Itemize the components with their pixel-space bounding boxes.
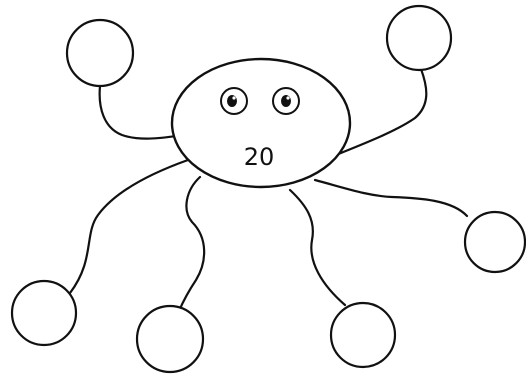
tentacle-bottom-middle — [179, 177, 204, 311]
tentacle-bottom-right — [290, 190, 345, 305]
answer-circle-top-left — [67, 20, 133, 86]
answer-circle-bottom-left — [12, 281, 76, 345]
center-number: 20 — [244, 143, 275, 171]
tentacle-bottom-left — [70, 160, 188, 293]
answer-circle-top-right — [387, 6, 451, 70]
answer-circle-bottom-right — [331, 303, 395, 367]
answer-circle-bottom-middle — [137, 306, 203, 372]
tentacle-right — [315, 180, 467, 216]
right-eye-icon — [273, 88, 299, 114]
answer-circle-right — [465, 212, 525, 272]
left-eye-icon — [221, 88, 247, 114]
